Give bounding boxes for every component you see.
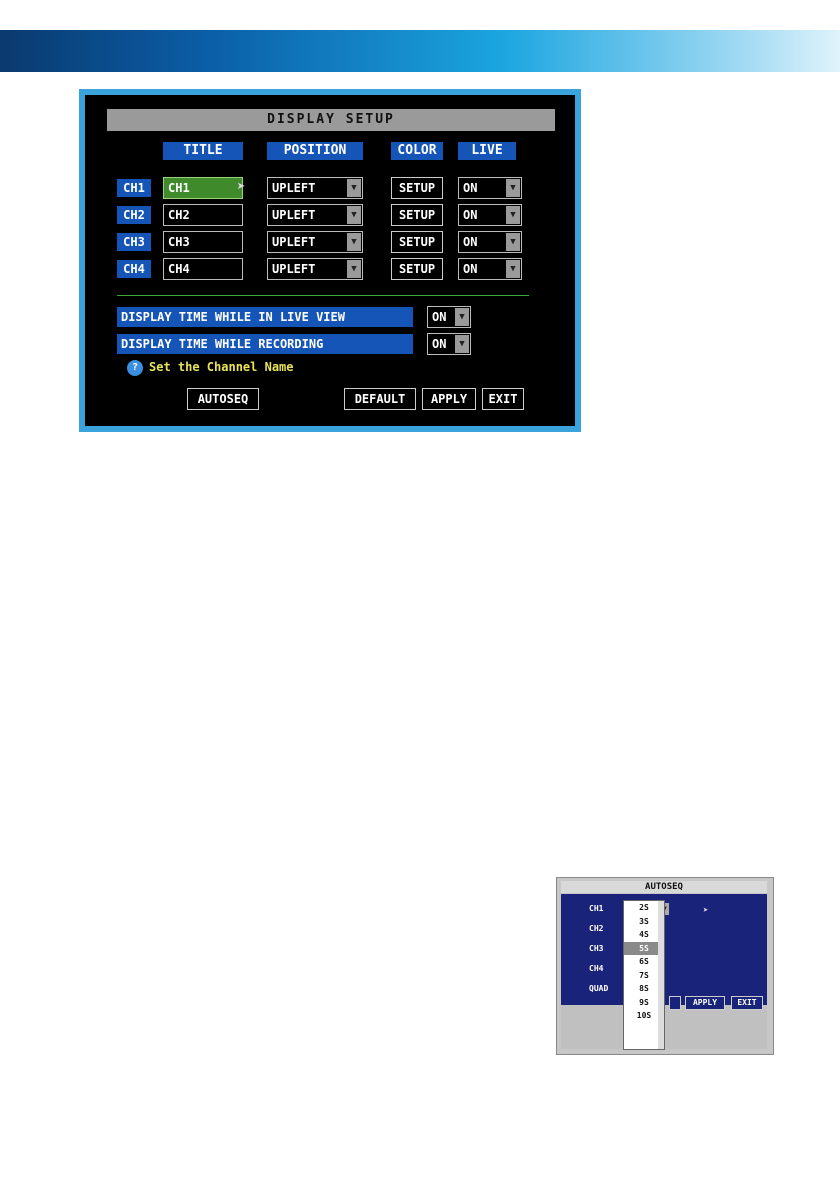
chevron-down-icon: ▼ <box>506 233 520 251</box>
display-time-recording-label: DISPLAY TIME WHILE RECORDING <box>117 334 413 354</box>
header-color: COLOR <box>391 142 443 160</box>
dropdown-option[interactable]: 2S <box>639 903 649 912</box>
chevron-down-icon: ▼ <box>347 233 361 251</box>
ch1-position-select[interactable]: UPLEFT ▼ <box>267 177 363 199</box>
ch1-position-value: UPLEFT <box>272 181 316 195</box>
dropdown-option[interactable]: 6S <box>639 957 649 966</box>
autoseq-screenshot: AUTOSEQ CH1 CH2 CH3 CH4 QUAD 5S ▼ ➤ APPL… <box>556 877 774 1055</box>
dropdown-option-highlighted[interactable]: 5S <box>624 941 664 955</box>
apply-button[interactable]: APPLY <box>422 388 476 410</box>
dropdown-option[interactable]: 8S <box>639 984 649 993</box>
display-setup-title: DISPLAY SETUP <box>107 109 555 131</box>
ch3-position-value: UPLEFT <box>272 235 316 249</box>
ch2-live-value: ON <box>463 208 478 222</box>
ch4-position-select[interactable]: UPLEFT ▼ <box>267 258 363 280</box>
ch3-live-value: ON <box>463 235 478 249</box>
section-divider <box>117 295 529 296</box>
ch2-position-select[interactable]: UPLEFT ▼ <box>267 204 363 226</box>
ch1-title-input[interactable]: CH1 <box>163 177 243 199</box>
chevron-down-icon: ▼ <box>506 206 520 224</box>
autoseq-row-ch1: CH1 <box>589 904 604 913</box>
chevron-down-icon: ▼ <box>455 335 469 353</box>
display-time-live-view-value: ON <box>432 310 447 324</box>
display-time-live-view-select[interactable]: ON ▼ <box>427 306 471 328</box>
ch2-live-select[interactable]: ON ▼ <box>458 204 522 226</box>
chevron-down-icon: ▼ <box>661 903 669 915</box>
mouse-cursor-icon: ➤ <box>237 179 246 195</box>
ch1-label: CH1 <box>117 179 151 197</box>
display-time-live-view-label: DISPLAY TIME WHILE IN LIVE VIEW <box>117 307 413 327</box>
ch4-live-value: ON <box>463 262 478 276</box>
header-position: POSITION <box>267 142 363 160</box>
ch4-title-input[interactable]: CH4 <box>163 258 243 280</box>
display-setup-screen: DISPLAY SETUP TITLE POSITION COLOR LIVE … <box>85 95 575 426</box>
ch2-position-value: UPLEFT <box>272 208 316 222</box>
autoseq-hidden-button[interactable] <box>669 996 681 1010</box>
display-setup-screenshot: DISPLAY SETUP TITLE POSITION COLOR LIVE … <box>79 89 581 432</box>
autoseq-row-ch2: CH2 <box>589 924 604 933</box>
header-banner <box>0 30 840 72</box>
display-time-recording-select[interactable]: ON ▼ <box>427 333 471 355</box>
autoseq-row-ch4: CH4 <box>589 964 604 973</box>
dropdown-option[interactable]: 3S <box>639 916 649 926</box>
autoseq-title: AUTOSEQ <box>561 881 767 893</box>
ch1-color-setup-button[interactable]: SETUP <box>391 177 443 199</box>
autoseq-exit-button[interactable]: EXIT <box>731 996 763 1010</box>
ch3-label: CH3 <box>117 233 151 251</box>
default-button[interactable]: DEFAULT <box>344 388 416 410</box>
ch2-label: CH2 <box>117 206 151 224</box>
ch4-position-value: UPLEFT <box>272 262 316 276</box>
ch4-color-setup-button[interactable]: SETUP <box>391 258 443 280</box>
chevron-down-icon: ▼ <box>506 179 520 197</box>
chevron-down-icon: ▼ <box>347 260 361 278</box>
ch4-label: CH4 <box>117 260 151 278</box>
ch2-color-setup-button[interactable]: SETUP <box>391 204 443 226</box>
dropdown-option[interactable]: 9S <box>639 997 649 1007</box>
dropdown-option[interactable]: 4S <box>639 930 649 939</box>
chevron-down-icon: ▼ <box>506 260 520 278</box>
autoseq-button[interactable]: AUTOSEQ <box>187 388 259 410</box>
dropdown-option[interactable]: 10S <box>636 1011 652 1020</box>
autoseq-dropdown-list[interactable]: 2S 3S 4S 5S 6S 7S 8S 9S 10S <box>623 900 665 1050</box>
hint-message: ? Set the Channel Name <box>127 358 294 376</box>
ch3-color-setup-button[interactable]: SETUP <box>391 231 443 253</box>
ch3-title-input[interactable]: CH3 <box>163 231 243 253</box>
header-live: LIVE <box>458 142 516 160</box>
ch3-live-select[interactable]: ON ▼ <box>458 231 522 253</box>
autoseq-row-ch3: CH3 <box>589 944 604 953</box>
ch3-position-select[interactable]: UPLEFT ▼ <box>267 231 363 253</box>
info-icon: ? <box>127 359 143 376</box>
dropdown-scrollbar[interactable] <box>658 901 664 1049</box>
ch1-live-select[interactable]: ON ▼ <box>458 177 522 199</box>
ch1-live-value: ON <box>463 181 478 195</box>
ch4-live-select[interactable]: ON ▼ <box>458 258 522 280</box>
header-title: TITLE <box>163 142 243 160</box>
chevron-down-icon: ▼ <box>347 206 361 224</box>
display-time-recording-value: ON <box>432 337 447 351</box>
hint-text: Set the Channel Name <box>149 360 294 374</box>
ch2-title-input[interactable]: CH2 <box>163 204 243 226</box>
chevron-down-icon: ▼ <box>347 179 361 197</box>
chevron-down-icon: ▼ <box>455 308 469 326</box>
autoseq-apply-button-frame[interactable]: APPLY <box>685 996 725 1010</box>
dropdown-option[interactable]: 7S <box>639 970 649 980</box>
exit-button[interactable]: EXIT <box>482 388 524 410</box>
autoseq-row-quad: QUAD <box>589 984 609 993</box>
mouse-cursor-icon: ➤ <box>703 906 709 916</box>
